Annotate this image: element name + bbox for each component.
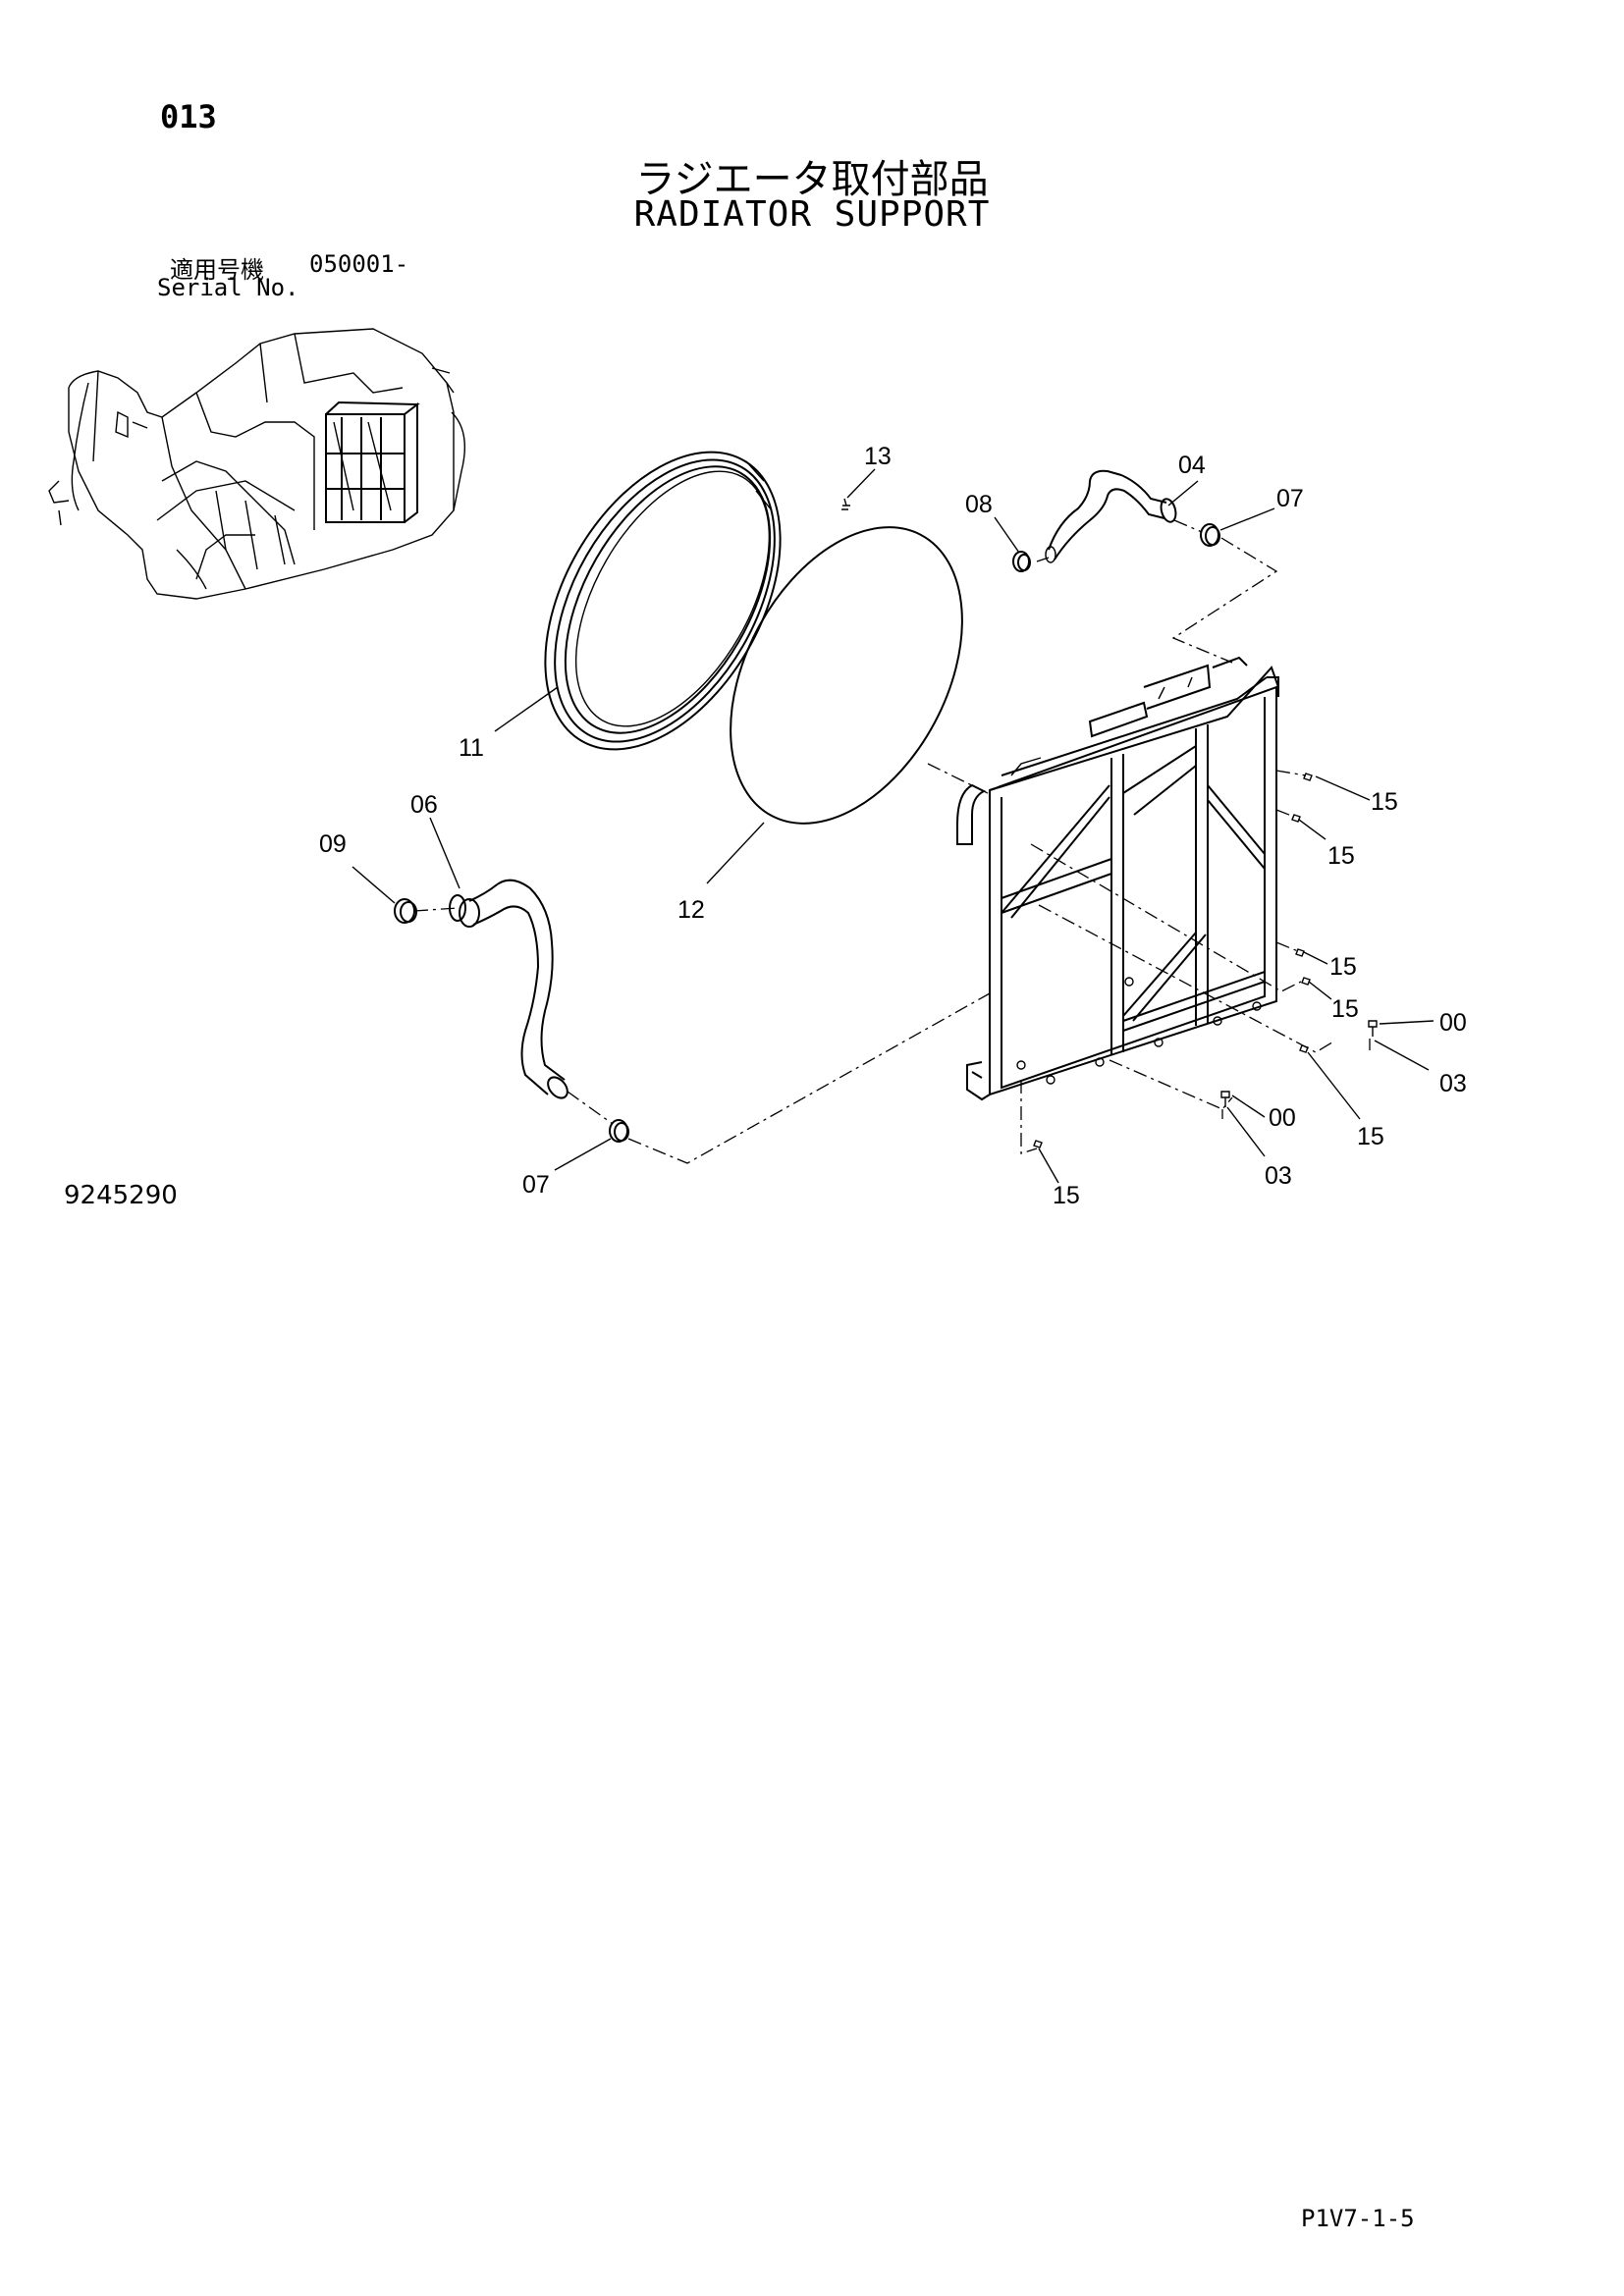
callout-15-b: 15 <box>1327 842 1355 870</box>
part-12-round-plate <box>730 526 963 825</box>
callout-11: 11 <box>459 734 484 762</box>
page-number: 013 <box>160 98 217 135</box>
part-11-seal-ring <box>544 451 782 751</box>
page-title-japanese: ラジエータ取付部品 <box>635 157 989 202</box>
callout-15-a: 15 <box>1371 788 1398 816</box>
callout-03-a: 03 <box>1439 1070 1467 1097</box>
part-07-upper-hose-clamp <box>1200 523 1220 547</box>
leader-lines <box>352 468 1435 1184</box>
part-07-lower-hose-clamp <box>609 1119 629 1143</box>
page-title-english: RADIATOR SUPPORT <box>633 194 991 235</box>
callout-00-a: 00 <box>1439 1009 1467 1037</box>
callout-15-c: 15 <box>1329 953 1357 981</box>
serial-number: 050001- <box>309 250 409 278</box>
serial-label-japanese: 適用号機 <box>170 256 264 284</box>
callout-15-d: 15 <box>1331 995 1359 1023</box>
machine-locator-illustration <box>48 328 466 600</box>
drawing-number: 9245290 <box>64 1181 178 1210</box>
part-09-hose-clamp <box>394 898 417 924</box>
callout-13: 13 <box>864 443 892 470</box>
part-04-upper-hose <box>1045 469 1177 563</box>
callout-07-bottom: 07 <box>522 1171 550 1199</box>
callout-15-e: 15 <box>1357 1123 1384 1150</box>
serial-label-english: Serial No. <box>157 274 299 301</box>
callout-15-f: 15 <box>1053 1182 1080 1209</box>
callout-06: 06 <box>410 791 438 819</box>
part-13-screw <box>841 498 850 510</box>
callout-04: 04 <box>1178 452 1206 479</box>
page-code: P1V7-1-5 <box>1301 2205 1415 2232</box>
callout-12: 12 <box>677 896 705 924</box>
assembly-center-lines <box>413 519 1371 1164</box>
callout-09: 09 <box>319 830 347 858</box>
fasteners <box>1033 773 1378 1148</box>
callout-07-top: 07 <box>1276 485 1304 512</box>
callout-08: 08 <box>965 491 993 518</box>
radiator-support-frame <box>956 656 1279 1101</box>
part-08-hose-clamp <box>1012 551 1031 572</box>
part-06-lower-hose <box>449 879 568 1099</box>
callout-labels: 13 04 08 07 11 12 06 09 15 15 15 15 00 0… <box>319 443 1467 1209</box>
callout-03-b: 03 <box>1265 1162 1292 1190</box>
callout-00-b: 00 <box>1269 1104 1296 1132</box>
